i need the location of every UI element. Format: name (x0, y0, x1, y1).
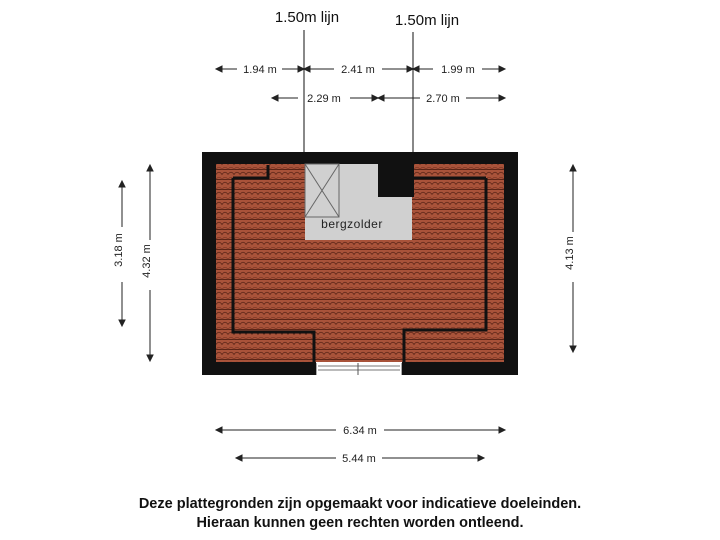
bottom-window (316, 362, 402, 375)
dimension-label: 2.29 m (307, 93, 341, 105)
dimension-top-row1 (214, 65, 507, 73)
knee-wall-outline (231, 165, 488, 362)
line-indicator-left: 1.50m lijn (275, 9, 339, 160)
line-label-right: 1.50m lijn (395, 12, 459, 29)
dimension-label: 5.44 m (342, 453, 376, 465)
dimension-right (569, 163, 577, 354)
dimension-left-outer (146, 163, 154, 363)
dimension-label: 4.13 m (564, 236, 576, 270)
dimension-bottom-inner (234, 454, 486, 462)
dimension-top-row2 (270, 94, 507, 102)
dimension-label: 3.18 m (113, 233, 125, 267)
dimension-label: 2.41 m (341, 64, 375, 76)
line-indicator-right: 1.50m lijn (395, 12, 459, 160)
floor-plan: 1.50m lijn 1.50m lijn 1.94 m 2.41 m 1.99… (113, 9, 577, 465)
chimney (378, 152, 414, 197)
dimension-label: 1.94 m (243, 64, 277, 76)
dimension-label: 6.34 m (343, 425, 377, 437)
line-label-left: 1.50m lijn (275, 9, 339, 26)
dimension-bottom-outer (214, 426, 507, 434)
room-bergzolder (304, 163, 412, 240)
room-label: bergzolder (321, 217, 383, 231)
dimension-left-inner (118, 179, 126, 328)
dimension-label: 1.99 m (441, 64, 475, 76)
disclaimer-line-2: Hieraan kunnen geen rechten worden ontle… (196, 515, 524, 531)
dimension-label: 4.32 m (141, 244, 153, 278)
dimension-label: 2.70 m (426, 93, 460, 105)
disclaimer-line-1: Deze plattegronden zijn opgemaakt voor i… (138, 496, 582, 512)
